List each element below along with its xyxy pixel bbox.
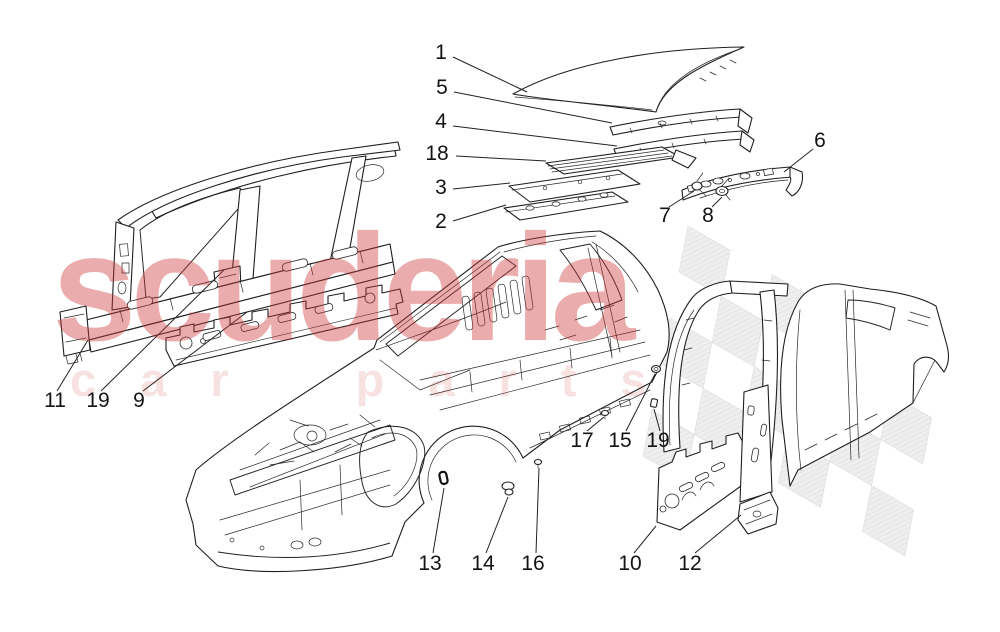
callout-6-6: 6 [814,129,826,152]
callout-19-17: 19 [646,429,670,452]
leader-15-16 [625,373,656,432]
leader-6-6 [783,148,814,173]
leader-10-18 [633,525,657,554]
rear-header-part [681,166,804,201]
callout-5-1: 5 [436,76,448,99]
outer-side-panel-part [737,283,949,535]
header-clip-part [691,181,731,201]
callout-11-9: 11 [44,389,66,412]
leader-18-3 [455,155,547,162]
leader-12-19 [694,514,742,554]
callout-1-0: 1 [435,41,447,64]
callout-10-18: 10 [618,552,642,575]
leader-16-14 [535,467,540,554]
callout-7-7: 7 [659,204,671,227]
leader-14-13 [485,496,509,554]
leader-9-11 [142,311,248,392]
header-strip-part [503,191,629,221]
callout-13-12: 13 [418,552,442,575]
callout-15-16: 15 [608,429,632,452]
leader-8-8 [711,196,723,208]
callout-18-3: 18 [425,142,449,165]
fastener-clips [438,364,662,496]
leader-17-15 [586,416,605,432]
leader-1-0 [452,56,528,93]
roof-panel-part [512,46,745,113]
leader-19-17 [653,408,661,432]
callout-9-11: 9 [133,389,145,412]
roof-panel-inner-part [508,169,641,203]
callout-12-19: 12 [678,552,702,575]
callout-8-8: 8 [702,204,714,227]
leader-5-1 [453,91,613,124]
leader-7-7 [668,190,695,208]
callout-19-10: 19 [86,389,110,412]
callout-17-15: 17 [570,429,594,452]
leader-13-12 [432,487,445,554]
callout-3-4: 3 [435,176,447,199]
leader-3-4 [452,182,511,190]
leader-2-5 [452,204,507,222]
leader-11-9 [56,339,89,392]
leader-4-2 [452,125,618,147]
leader-19-10 [100,269,225,392]
ribbed-strip-part [545,146,697,175]
callout-leader-lines [56,56,814,554]
callout-16-14: 16 [521,552,545,575]
callout-4-2: 4 [435,110,447,133]
body-shell-part [185,230,670,572]
callout-14-13: 14 [471,552,495,575]
left-inner-frame-part [59,141,404,367]
roof-bow-front-part [609,108,753,136]
callout-2-5: 2 [435,210,447,233]
